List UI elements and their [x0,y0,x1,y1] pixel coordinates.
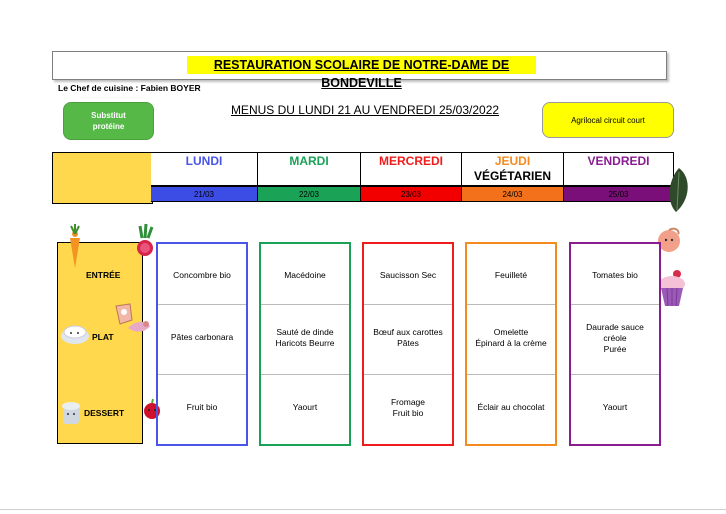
chef-name: Le Chef de cuisine : Fabien BOYER [58,83,201,93]
onion-icon [658,227,680,252]
day-date: 25/03 [564,186,674,202]
page-divider [0,509,726,510]
dish-entree: Feuilleté [494,270,528,280]
row-separator [261,374,349,375]
row-separator [571,304,659,305]
dish-dessert: Éclair au chocolat [477,402,545,412]
day-name: LUNDI [185,154,223,168]
dish-plat: Daurade sauce créole Purée [586,322,644,354]
dish-dessert: Yaourt [292,402,318,412]
dish-entree: Saucisson Sec [379,270,437,280]
substitut-badge: Substitut protéine [63,102,154,140]
header-corner-cell [52,152,153,204]
dish-plat: Sauté de dinde Haricots Beurre [275,327,335,348]
day-subtitle: VÉGÉTARIEN [473,169,552,183]
row-separator [261,304,349,305]
day-date: 22/03 [258,186,361,202]
day-header-4: VENDREDI [564,152,674,186]
day-date: 23/03 [361,186,462,202]
dish-plat: Bœuf aux carottes Pâtes [373,327,443,348]
dish-entree: Macédoine [284,270,326,280]
row-separator [467,304,555,305]
title-box: RESTAURATION SCOLAIRE DE NOTRE-DAME DE B… [52,51,667,90]
dish-entree: Tomates bio [592,270,638,280]
day-date: 21/03 [151,186,258,202]
row-label-dessert: DESSERT [84,408,125,418]
row-separator [467,374,555,375]
row-separator [571,374,659,375]
menu-title: MENUS DU LUNDI 21 AU VENDREDI 25/03/2022 [230,103,500,117]
cupcake-icon [659,270,685,307]
row-separator [158,374,246,375]
row-separator [364,374,452,375]
row-separator [158,304,246,305]
rice-icon [61,325,89,344]
agrilocal-label: Agrilocal circuit court [571,115,645,125]
row-label-entree: ENTRÉE [86,270,121,280]
ham-icon [115,303,150,332]
day-name: VENDREDI [587,154,650,168]
dish-entree: Concombre bio [173,270,231,280]
day-header-2: MERCREDI [361,152,462,186]
day-header-0: LUNDI [151,152,258,186]
leaf-icon [669,168,688,212]
row-label-plat: PLAT [92,332,114,342]
page-title: RESTAURATION SCOLAIRE DE NOTRE-DAME DE B… [187,56,536,90]
dish-dessert: Fromage Fruit bio [390,397,425,418]
dish-dessert: Fruit bio [186,402,218,412]
day-name: MARDI [289,154,329,168]
dish-plat: Omelette Épinard à la crème [475,327,547,348]
agrilocal-badge: Agrilocal circuit court [542,102,674,138]
day-name: MERCREDI [378,154,443,168]
substitut-label: Substitut protéine [91,111,126,131]
yogurt-icon [62,402,80,424]
day-header-1: MARDI [258,152,361,186]
radish-icon [137,223,154,256]
day-date: 24/03 [462,186,564,202]
carrot-icon [70,224,80,268]
row-separator [364,304,452,305]
day-name: JEUDI [494,154,531,168]
dish-dessert: Yaourt [602,402,628,412]
dish-plat: Pâtes carbonara [170,332,234,342]
